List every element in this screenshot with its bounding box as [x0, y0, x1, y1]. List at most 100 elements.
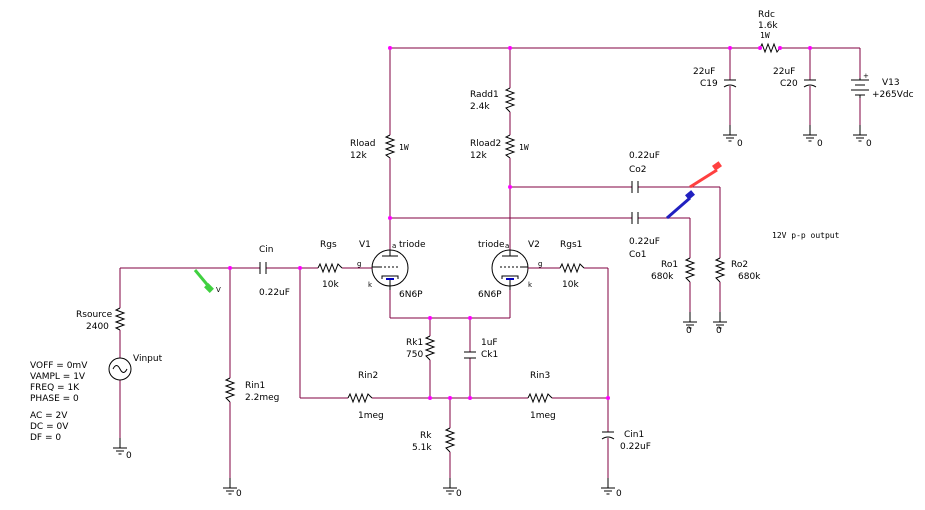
ground-v13 [852, 124, 868, 142]
ck1-name: Ck1 [481, 350, 498, 360]
probe-v-label: V [216, 286, 221, 294]
rin3-resistor [527, 392, 553, 404]
probe-blue [666, 190, 695, 220]
ground-label-ro2: 0 [716, 326, 722, 336]
vinput-name: Vinput [133, 354, 163, 364]
rgs-value: 10k [322, 280, 339, 290]
v1-name: V1 [359, 240, 371, 250]
ground-c19 [722, 124, 738, 142]
rsource-value: 2400 [86, 322, 109, 332]
tube-v1 [371, 249, 409, 290]
rin3-name: Rin3 [530, 371, 550, 381]
ground-label-v13: 0 [866, 139, 872, 149]
probe-green [193, 269, 214, 293]
c19-name: C19 [700, 79, 718, 89]
ground-rin1 [222, 477, 238, 495]
c19-value: 22uF [693, 67, 715, 77]
rsource-name: Rsource [76, 310, 113, 320]
ground-cin1 [600, 477, 616, 495]
rload2-name: Rload2 [470, 139, 501, 149]
v2-pin-a: a [505, 242, 509, 250]
co2-capacitor [631, 181, 639, 193]
probe-red [689, 161, 722, 189]
ground-vinput [112, 437, 128, 455]
rk-value: 5.1k [412, 443, 432, 453]
ground-label-vinput: 0 [126, 451, 132, 461]
input-wires [119, 267, 372, 478]
rgs-resistor [317, 262, 343, 274]
ground-label-rin1: 0 [236, 489, 242, 499]
ro2-name: Ro2 [731, 260, 748, 270]
rdc-resistor [759, 42, 781, 54]
v1-pin-k: k [368, 281, 373, 289]
ro2-value: 680k [738, 272, 761, 282]
v1-model: 6N6P [399, 290, 423, 300]
ground-label-rk: 0 [456, 489, 462, 499]
vinput-vampl: VAMPL = 1V [30, 372, 86, 382]
cin1-name: Cin1 [624, 430, 644, 440]
cin-capacitor [259, 262, 267, 274]
vinput-voff: VOFF = 0mV [30, 361, 88, 371]
co2-name: Co2 [629, 165, 647, 175]
v1-pin-g: g [357, 260, 361, 268]
rin1-name: Rin1 [245, 381, 265, 391]
cathode-wires [372, 267, 609, 478]
c20-value: 22uF [773, 67, 795, 77]
rgs-name: Rgs [320, 240, 337, 250]
co1-value: 0.22uF [629, 237, 660, 247]
rgs1-resistor [559, 262, 585, 274]
c20-name: C20 [780, 79, 798, 89]
v2-pin-k: k [528, 281, 533, 289]
rdc-name: Rdc [758, 10, 775, 20]
ground-label-cin1: 0 [616, 489, 622, 499]
rload2-power: 1W [519, 143, 529, 152]
rload-resistor [384, 134, 396, 159]
rdc-power: 1W [760, 31, 770, 40]
c20-capacitor [803, 79, 817, 88]
rdc-value: 1.6k [758, 21, 778, 31]
cin-name: Cin [259, 245, 274, 255]
ground-label-c20: 0 [817, 139, 823, 149]
co1-name: Co1 [629, 250, 647, 260]
labels: Rdc 1.6k 1W 22uF C19 22uF C20 V13 +265Vd… [30, 10, 914, 499]
rk1-name: Rk1 [406, 338, 423, 348]
vinput-df: DF = 0 [30, 433, 61, 443]
vinput-ac: AC = 2V [30, 411, 68, 421]
v2-name: V2 [528, 240, 540, 250]
ro1-value: 680k [651, 272, 674, 282]
c19-capacitor [723, 79, 737, 88]
v2-type: triode [478, 240, 505, 250]
ro1-resistor [684, 257, 696, 283]
ro1-name: Ro1 [661, 260, 678, 270]
rload-value: 12k [350, 151, 367, 161]
rgs1-name: Rgs1 [560, 240, 582, 250]
rload2-value: 12k [470, 151, 487, 161]
rin1-value: 2.2meg [245, 393, 279, 403]
v13-plus-mark: + [863, 72, 869, 80]
ground-rk [442, 477, 458, 495]
ground-label-ro1: 0 [686, 326, 692, 336]
v13-name: V13 [882, 78, 900, 88]
co1-capacitor [631, 212, 639, 224]
vinput-freq: FREQ = 1K [30, 383, 80, 393]
ck1-capacitor [464, 351, 476, 359]
rk1-resistor [424, 335, 436, 361]
rin2-name: Rin2 [358, 371, 378, 381]
rin1-resistor [224, 377, 236, 403]
v13-battery [851, 78, 869, 98]
ground-label-c19: 0 [737, 139, 743, 149]
ro2-resistor [714, 257, 726, 283]
rin2-value: 1meg [358, 411, 384, 421]
radd1-value: 2.4k [470, 102, 490, 112]
rk-resistor [444, 427, 456, 453]
radd1-name: Radd1 [470, 90, 499, 100]
co2-value: 0.22uF [629, 151, 660, 161]
v2-pin-g: g [538, 260, 542, 268]
output-note: 12V p-p output [772, 231, 840, 240]
rk-name: Rk [420, 431, 432, 441]
junction-dots [228, 46, 812, 400]
v2-model: 6N6P [478, 290, 502, 300]
ck1-value: 1uF [481, 338, 498, 348]
